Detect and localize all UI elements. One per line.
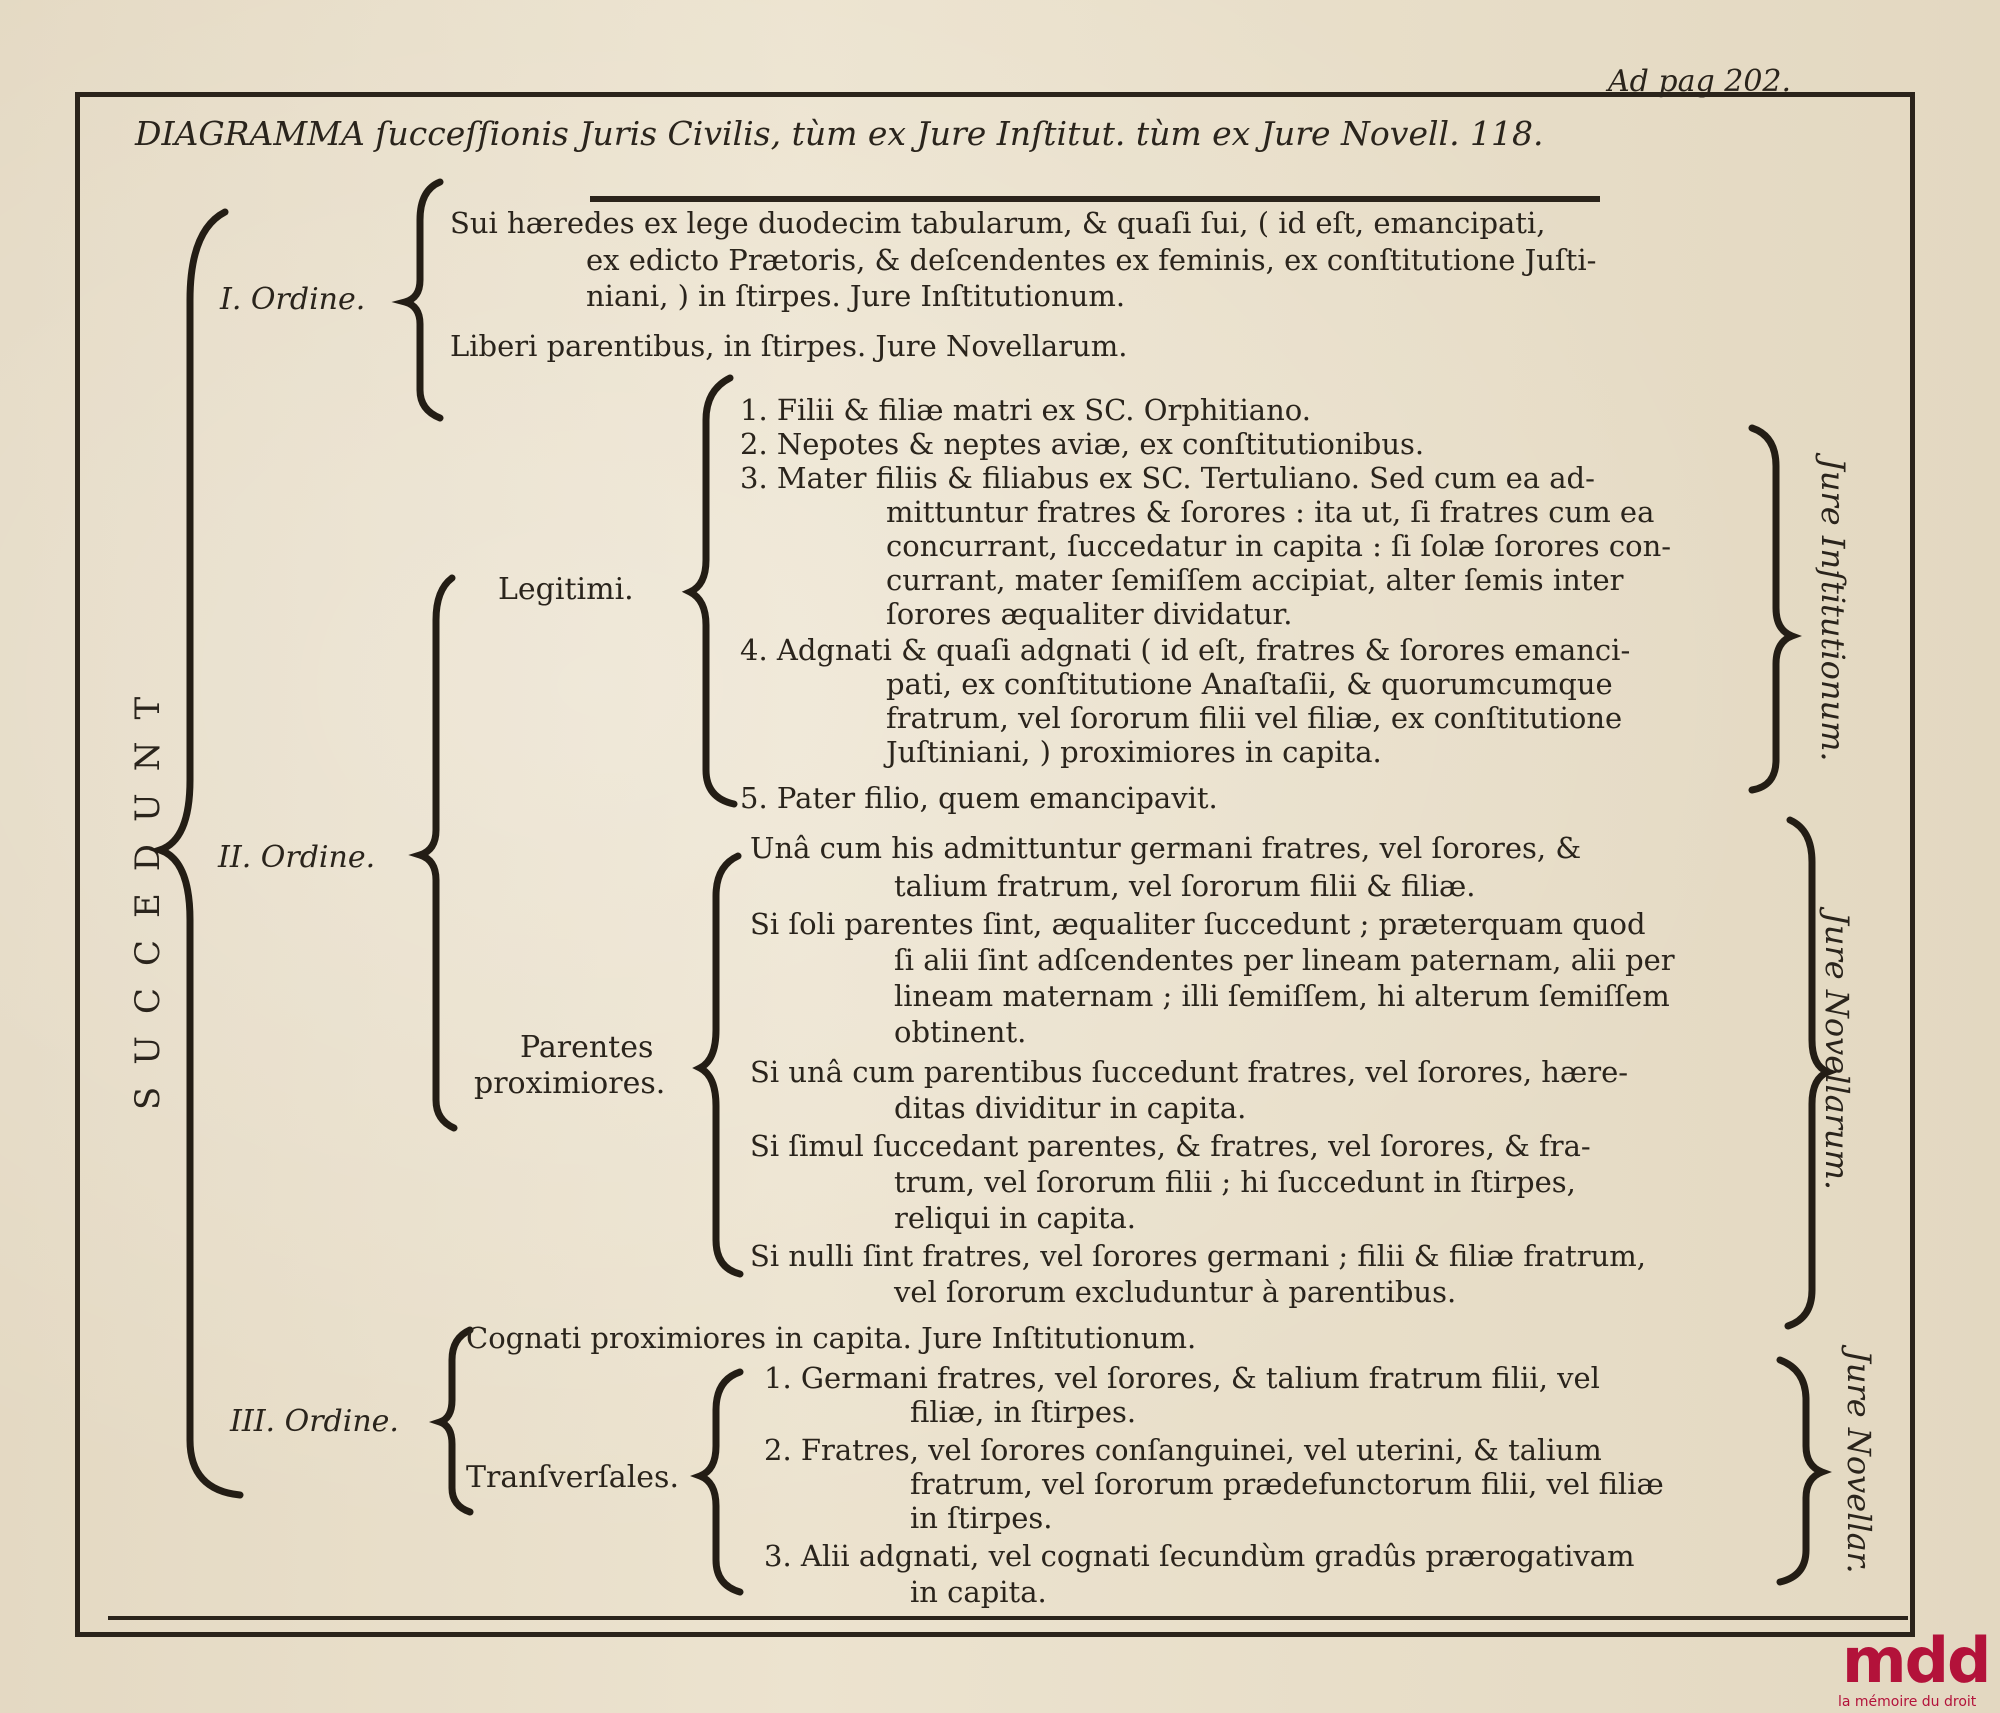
brace-right-novellarum: [1784, 816, 1838, 1330]
legitimi-line: 1. Filii & filiæ matri ex SC. Orphitiano…: [740, 393, 1311, 427]
legitimi-line: 3. Mater filiis & filiabus ex SC. Tertul…: [740, 461, 1595, 495]
parentes-line: ſi alii ſint adſcendentes per lineam pat…: [894, 943, 1675, 977]
legitimi-line: Juſtiniani, ) proximiores in capita.: [886, 735, 1382, 769]
legitimi-line: mittuntur fratres & ſorores : ita ut, ſi…: [886, 495, 1655, 529]
title-rest: ſucceſſionis Juris Civilis, tùm ex Jure …: [364, 114, 1544, 153]
parentes-line: Si ſimul ſuccedant parentes, & fratres, …: [750, 1129, 1591, 1163]
side-label-institutionum: Jure Inſtitutionum.: [1814, 458, 1852, 762]
brace-succedunt: [148, 208, 244, 1499]
brace-legitimi: [681, 374, 738, 808]
brace-parentes: [692, 852, 744, 1278]
brace-third-order: [428, 1326, 474, 1516]
brace-transversales: [690, 1368, 744, 1596]
parentes-line: vel ſororum excluduntur à parentibus.: [894, 1275, 1457, 1309]
parentes-line: Si ſoli parentes ſint, æqualiter ſuccedu…: [750, 907, 1646, 941]
legitimi-line: 2. Nepotes & neptes aviæ, ex conſtitutio…: [740, 427, 1425, 461]
transversales-line: fratrum, vel ſororum prædefunctorum fili…: [910, 1467, 1664, 1501]
parentes-line: obtinent.: [894, 1015, 1027, 1049]
parentes-line: lineam maternam ; illi ſemiſſem, hi alte…: [894, 979, 1670, 1013]
transversales-line: in capita.: [910, 1575, 1047, 1609]
first-order-label: I. Ordine.: [220, 282, 366, 317]
first-order-line: niani, ) in ſtirpes. Jure Inſtitutionum.: [586, 279, 1126, 313]
bottom-rule: [108, 1616, 1908, 1620]
side-label-novellarum: Jure Novellarum.: [1818, 912, 1856, 1191]
brace-right-novellar: [1776, 1356, 1832, 1586]
first-order-line: Liberi parentibus, in ſtirpes. Jure Nove…: [450, 329, 1128, 363]
transversales-line: 3. Alii adgnati, vel cognati ſecundùm gr…: [764, 1539, 1635, 1573]
mdd-logo-tagline: la mémoire du droit: [1838, 1694, 1977, 1710]
cognati-line: Cognati proximiores in capita. Jure Inſt…: [466, 1321, 1197, 1355]
legitimi-line: fratrum, vel ſororum filii vel filiæ, ex…: [886, 701, 1623, 735]
transversales-line: 2. Fratres, vel ſorores conſanguinei, ve…: [764, 1433, 1602, 1467]
parentes-label-2: proximiores.: [474, 1066, 666, 1101]
first-order-line: Sui hæredes ex lege duodecim tabularum, …: [450, 206, 1546, 240]
third-order-label: III. Ordine.: [230, 1404, 399, 1439]
legitimi-label: Legitimi.: [498, 572, 634, 607]
legitimi-line: 5. Pater filio, quem emancipavit.: [740, 781, 1218, 815]
diagram-title: DIAGRAMMA ſucceſſionis Juris Civilis, tù…: [135, 116, 1544, 152]
parentes-line: Unâ cum his admittuntur germani fratres,…: [750, 831, 1582, 865]
second-order-label: II. Ordine.: [218, 840, 376, 875]
legitimi-line: ſorores æqualiter dividatur.: [886, 597, 1293, 631]
legitimi-line: currant, mater ſemiſſem accipiat, alter …: [886, 563, 1624, 597]
parentes-line: talium fratrum, vel ſororum filii & fili…: [894, 869, 1476, 903]
transversales-line: 1. Germani fratres, vel ſorores, & taliu…: [764, 1361, 1600, 1395]
legitimi-line: 4. Adgnati & quaſi adgnati ( id eſt, fra…: [740, 633, 1631, 667]
page-reference: Ad pag 202.: [1608, 64, 1792, 99]
parentes-line: Si nulli ſint fratres, vel ſorores germa…: [750, 1239, 1646, 1273]
transversales-label: Tranſverſales.: [466, 1460, 679, 1495]
mdd-logo: mdd: [1842, 1624, 1991, 1697]
parentes-line: Si unâ cum parentibus ſuccedunt fratres,…: [750, 1055, 1629, 1089]
diagram-frame: [75, 92, 1915, 1637]
transversales-line: in ſtirpes.: [910, 1501, 1053, 1535]
parentes-line: ditas dividitur in capita.: [894, 1091, 1247, 1125]
brace-second-order: [408, 574, 458, 1132]
parentes-line: trum, vel ſororum filii ; hi ſuccedunt i…: [894, 1165, 1576, 1199]
side-label-novellar: Jure Novellar.: [1840, 1350, 1878, 1574]
legitimi-line: concurrant, ſuccedatur in capita : ſi ſo…: [886, 529, 1672, 563]
brace-right-institutionum: [1748, 424, 1802, 794]
parentes-line: reliqui in capita.: [894, 1201, 1137, 1235]
first-order-line: ex edicto Prætoris, & deſcendentes ex fe…: [586, 243, 1597, 277]
title-underline: [590, 196, 1600, 202]
brace-first-order: [391, 178, 444, 422]
parentes-label: Parentes: [520, 1030, 654, 1065]
transversales-line: filiæ, in ſtirpes.: [910, 1395, 1137, 1429]
legitimi-line: pati, ex conſtitutione Anaſtaſii, & quor…: [886, 667, 1613, 701]
title-caps: DIAGRAMMA: [135, 114, 365, 153]
